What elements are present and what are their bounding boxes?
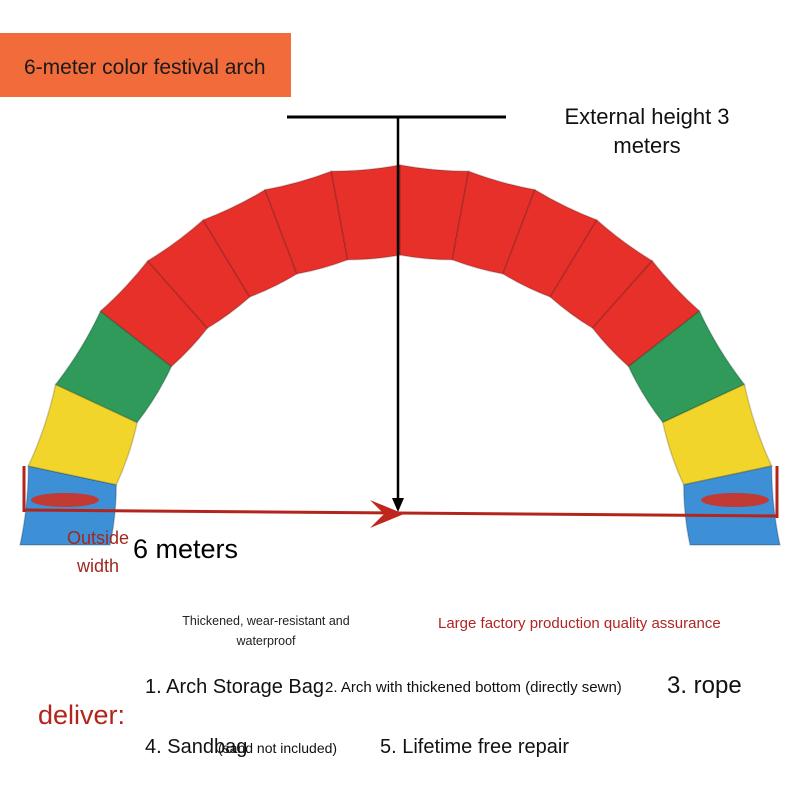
width-value: 6 meters: [133, 534, 239, 564]
quality-note: Large factory production quality assuran…: [438, 615, 721, 632]
arch-segment-red: [99, 259, 209, 368]
material-note: Thickened, wear-resistant and waterproof: [182, 614, 350, 648]
deliver-item-sandbag-note: (sand not included): [218, 740, 338, 756]
deliver-item-arch: 2. Arch with thickened bottom (directly …: [325, 679, 622, 696]
width-arrow-icon: [370, 500, 404, 528]
arch-segment-red: [202, 188, 298, 298]
deliver-item-storage-bag: 1. Arch Storage Bag: [145, 676, 325, 698]
height-label: External height 3 meters: [564, 104, 730, 158]
title-banner: [0, 33, 291, 97]
arch-segment-green-left: [54, 309, 173, 424]
arch-segment-red: [502, 188, 598, 298]
height-arrow-icon: [392, 498, 404, 512]
deliver-item-sandbag: 4. Sandbag: [145, 736, 248, 758]
arch-segment-red: [264, 170, 349, 275]
arch-segment-yellow-left: [27, 383, 139, 486]
page-title: 6-meter color festival arch: [24, 56, 266, 79]
inflatable-arch: [19, 164, 781, 546]
deliver-label: deliver:: [38, 700, 126, 730]
deliver-item-repair: 5. Lifetime free repair: [380, 736, 569, 758]
arch-base-right: [701, 493, 769, 507]
deliver-item-rope: 3. rope: [667, 672, 742, 699]
height-label-backdrop: [540, 96, 750, 166]
arch-base-left: [31, 493, 99, 507]
width-label: Outside width: [66, 528, 130, 576]
